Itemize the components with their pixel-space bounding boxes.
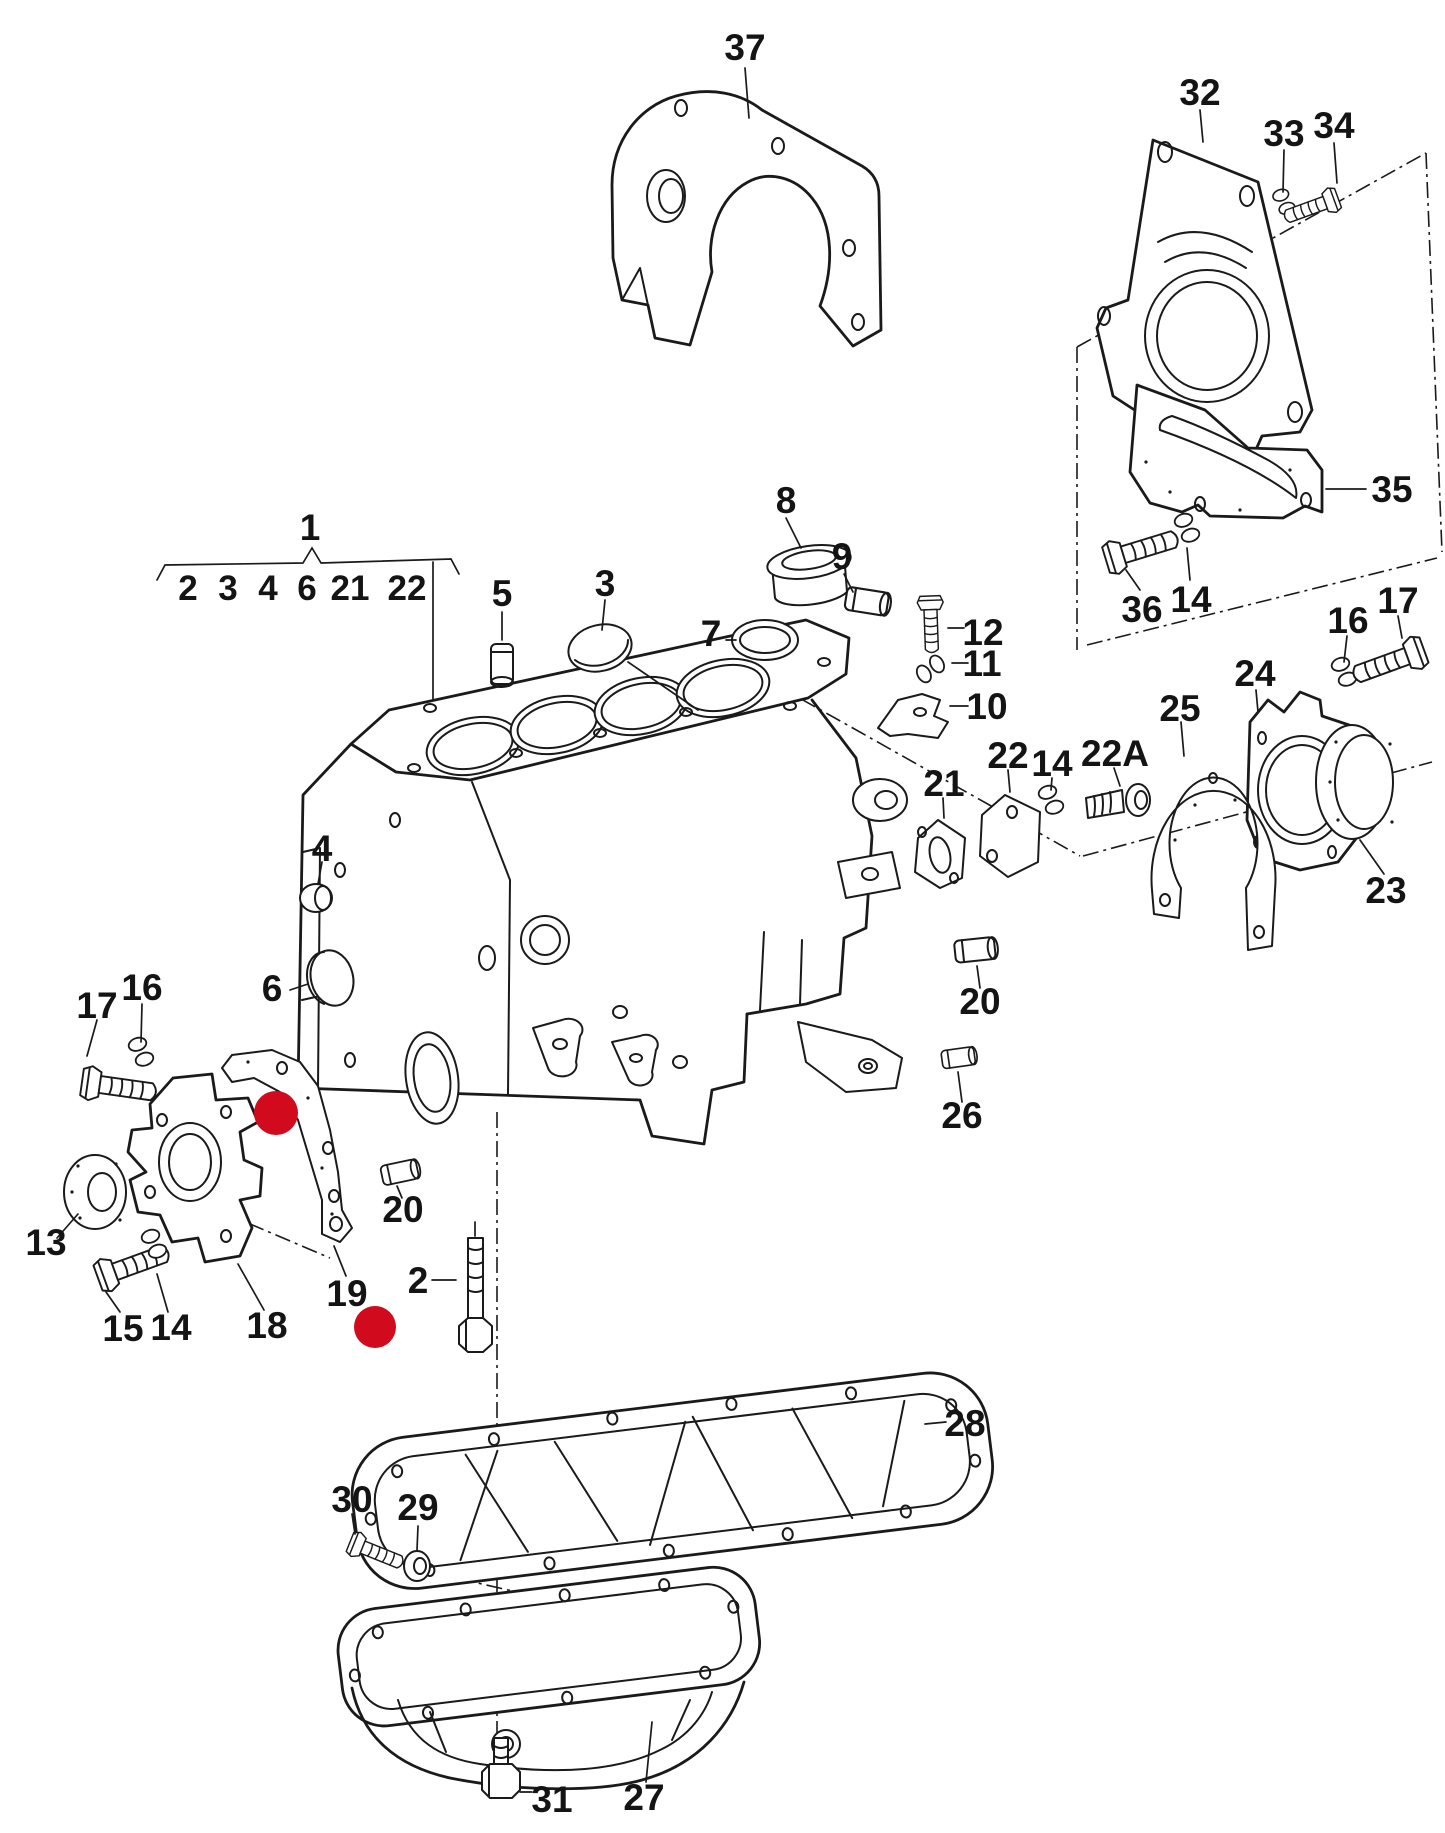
group-item-2: 2 [178, 569, 197, 608]
part-label-22: 22 [987, 735, 1028, 776]
highlight-marker-1[interactable] [254, 1091, 298, 1135]
part-label-29: 29 [397, 1487, 438, 1528]
gasket-21 [914, 819, 966, 889]
oil-pan-gasket-28 [350, 1371, 994, 1590]
cap-fitting-8 [766, 544, 852, 607]
part-label-32: 32 [1179, 72, 1220, 113]
o-ring-7 [731, 619, 799, 661]
part-label-5: 5 [492, 573, 513, 614]
part-label-8: 8 [776, 480, 797, 521]
part-label-24: 24 [1234, 653, 1276, 694]
stud-bolt-2 [458, 1221, 493, 1353]
assembly-bracket-1 [156, 546, 460, 728]
part-label-34: 34 [1313, 105, 1355, 146]
part-label-17-left: 17 [76, 985, 117, 1026]
part-label-22A: 22A [1081, 733, 1149, 774]
part-label-11: 11 [962, 643, 1001, 684]
plug-9 [843, 585, 894, 618]
part-label-4: 4 [312, 828, 333, 869]
bolt-17-left [78, 1064, 160, 1111]
part-label-31: 31 [531, 1779, 572, 1820]
group-item-4: 4 [258, 569, 278, 608]
group-item-3: 3 [218, 569, 237, 608]
cylinder-bores [425, 657, 771, 777]
group-item-22: 22 [388, 569, 427, 608]
part-label-19: 19 [326, 1273, 367, 1314]
part-label-20-right: 20 [959, 981, 1000, 1022]
rear-flange-gasket-35 [1128, 383, 1324, 520]
shaft-seal-13 [63, 1154, 127, 1230]
highlight-marker-2[interactable] [354, 1306, 396, 1348]
group-item-6: 6 [297, 569, 316, 608]
part-label-16-left: 16 [121, 967, 162, 1008]
cover-cap-6 [305, 949, 355, 1007]
part-label-35: 35 [1371, 469, 1412, 510]
part-label-28: 28 [944, 1403, 985, 1444]
part-label-18: 18 [246, 1305, 287, 1346]
timing-cover-plate-37 [610, 90, 883, 348]
half-moon-gasket-25 [1150, 772, 1277, 951]
deck-bolt-holes [407, 645, 831, 773]
part-label-15: 15 [102, 1308, 143, 1349]
part-label-9: 9 [832, 536, 853, 577]
part-label-23: 23 [1365, 870, 1406, 911]
retainer-bracket-10 [877, 693, 949, 739]
part-label-17-right: 17 [1377, 580, 1418, 621]
part-label-3: 3 [595, 563, 616, 604]
dowel-20-left [379, 1157, 423, 1187]
part-label-25: 25 [1159, 688, 1200, 729]
bearing-ring-3 [567, 623, 633, 673]
drain-plug-31 [481, 1737, 521, 1799]
bolt-36 [1100, 520, 1184, 578]
part-label-21: 21 [923, 763, 964, 804]
part-number-labels: 37 32 33 34 35 36 14 1 2 3 4 6 21 22 5 3… [25, 27, 1418, 1820]
dowel-26 [939, 1045, 979, 1070]
leader-lines [56, 67, 1403, 1793]
part-label-37: 37 [724, 27, 765, 68]
group-item-21: 21 [331, 569, 370, 608]
part-label-12: 12 [962, 612, 1003, 653]
part-label-33: 33 [1263, 113, 1304, 154]
part-label-14-mid: 14 [1031, 743, 1073, 784]
dowel-pin-5 [490, 643, 514, 688]
part-label-13: 13 [25, 1222, 66, 1263]
highlight-markers [254, 1091, 396, 1348]
cover-plate-22 [979, 794, 1041, 878]
bolt-12 [916, 594, 946, 654]
bolt-22A [1085, 783, 1151, 819]
seal-washer-29 [403, 1550, 431, 1582]
part-label-30: 30 [331, 1479, 372, 1520]
part-label-10: 10 [966, 686, 1007, 727]
part-label-2: 2 [408, 1260, 429, 1301]
bolt-17-right [1347, 632, 1431, 693]
core-plug-4 [299, 883, 333, 913]
oil-pan-27 [336, 1565, 762, 1791]
part-label-1: 1 [300, 507, 321, 548]
part-label-6: 6 [262, 968, 283, 1009]
part-label-7: 7 [701, 613, 722, 654]
part-label-27: 27 [623, 1777, 664, 1818]
front-flange-gasket-19 [221, 1049, 353, 1243]
engine-block [296, 618, 908, 1146]
part-label-20-left: 20 [382, 1189, 423, 1230]
part-label-26: 26 [941, 1095, 982, 1136]
part-label-14-rear: 14 [1170, 579, 1212, 620]
washer-11 [910, 650, 951, 687]
crank-seal-ring-23 [1315, 724, 1394, 840]
part-label-36: 36 [1121, 589, 1162, 630]
dowel-20-right [952, 935, 1000, 964]
part-label-14-left: 14 [150, 1307, 192, 1348]
part-label-16-right: 16 [1327, 600, 1368, 641]
